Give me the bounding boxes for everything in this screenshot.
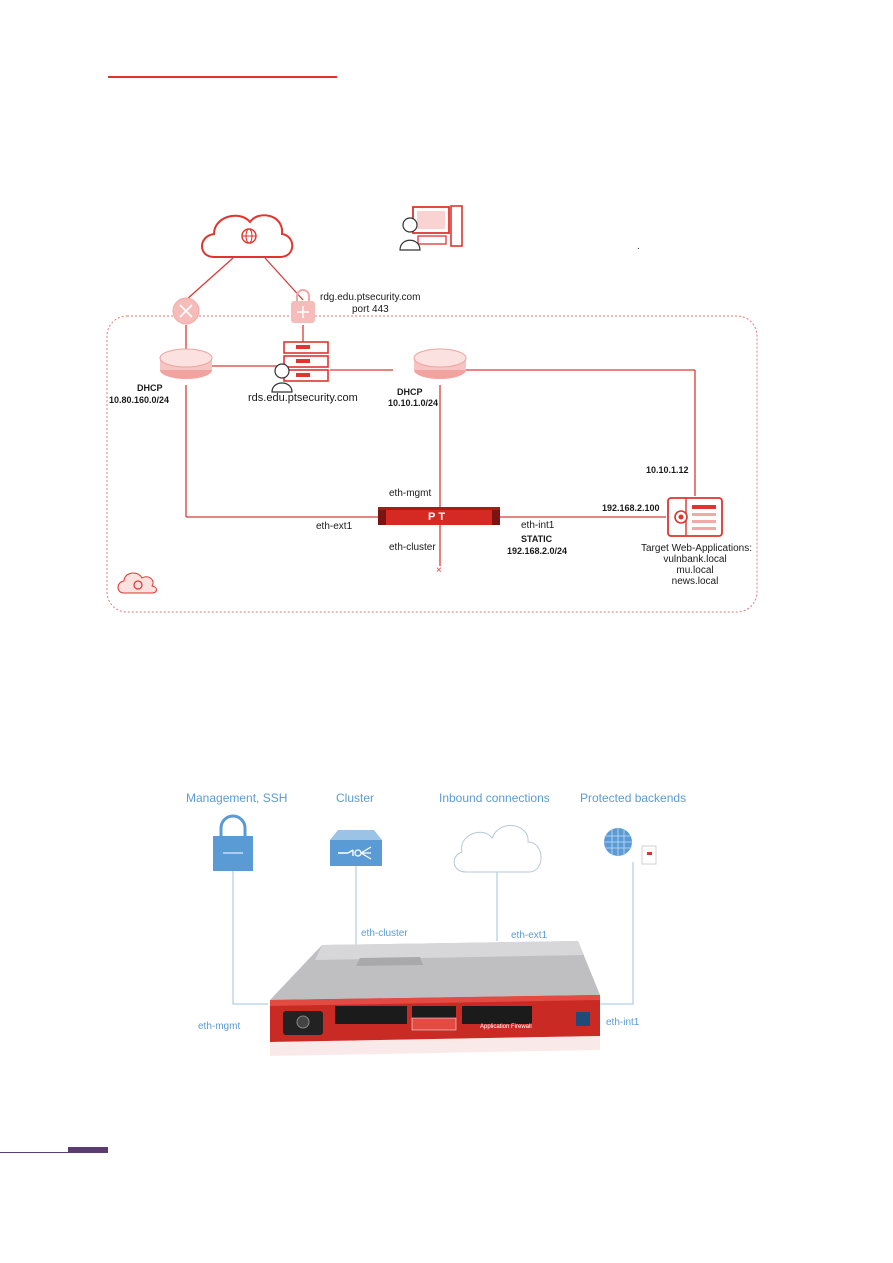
eth-int1-bottom: eth-int1 [606, 1017, 640, 1028]
eth-ext1-label: eth-ext1 [316, 521, 353, 532]
network-boundary [106, 315, 758, 613]
header-management: Management, SSH [186, 791, 288, 805]
globe-cloud-icon [201, 214, 294, 258]
inbound-cloud-icon [453, 825, 542, 873]
int-net-label: 192.168.2.0/24 [507, 546, 568, 556]
header-underline [108, 76, 337, 78]
header-backends: Protected backends [580, 791, 687, 805]
rdg-port-label: port 443 [352, 304, 389, 315]
left-router-mode: DHCP [137, 383, 163, 393]
eth-cluster-bottom: eth-cluster [361, 928, 408, 939]
target-app-1: vulnbank.local [663, 554, 727, 565]
footer-tab [68, 1147, 108, 1153]
rdg-host-label: rdg.edu.ptsecurity.com [320, 292, 421, 303]
eth-cluster-label: eth-cluster [389, 542, 436, 553]
target-title: Target Web-Applications: [641, 543, 752, 554]
mid-router-net: 10.10.1.0/24 [388, 398, 439, 408]
lock-router-icon [291, 289, 315, 323]
eth-int1-label: eth-int1 [521, 520, 555, 531]
eth-mgmt-label: eth-mgmt [389, 488, 432, 499]
appliance-logo: PT [428, 511, 449, 523]
mgmt-line [232, 870, 268, 1005]
router-icon-left [159, 348, 213, 379]
eth-mgmt-bottom: eth-mgmt [198, 1021, 241, 1032]
network-diagram: × [106, 205, 758, 613]
target-ip-mgmt: 10.10.1.12 [646, 465, 689, 475]
eth-ext1-bottom: eth-ext1 [511, 930, 548, 941]
cloud-gear-icon [117, 572, 157, 594]
web-application-icon [667, 497, 723, 537]
target-ip-int: 192.168.2.100 [602, 503, 660, 513]
server-user-icon [271, 341, 329, 393]
rack-appliance [270, 941, 600, 1056]
mid-router-mode: DHCP [397, 387, 423, 397]
pt-appliance-icon [378, 507, 500, 525]
cluster-switch-icon [330, 830, 382, 866]
header-cluster: Cluster [336, 791, 375, 805]
cluster-x-mark: × [436, 565, 442, 576]
footer-line [0, 1152, 108, 1153]
padlock-icon [213, 814, 253, 871]
globe-backend-icon [604, 828, 657, 865]
router-icon-upper [172, 297, 200, 325]
appliance-diagram [213, 814, 657, 1056]
link-cloud-router [185, 257, 234, 301]
router-icon-mid [413, 348, 467, 379]
target-app-3: news.local [671, 576, 719, 587]
int-mode-label: STATIC [521, 534, 553, 544]
attacker-workstation-icon [399, 205, 463, 251]
target-app-2: mu.local [676, 565, 714, 576]
header-inbound: Inbound connections [439, 791, 550, 805]
rds-host-label: rds.edu.ptsecurity.com [248, 392, 358, 404]
dot-mark: . [637, 241, 640, 252]
int1-line [600, 862, 634, 1005]
left-router-net: 10.80.160.0/24 [109, 395, 170, 405]
appliance-front-label: Application Firewall [480, 1024, 532, 1030]
